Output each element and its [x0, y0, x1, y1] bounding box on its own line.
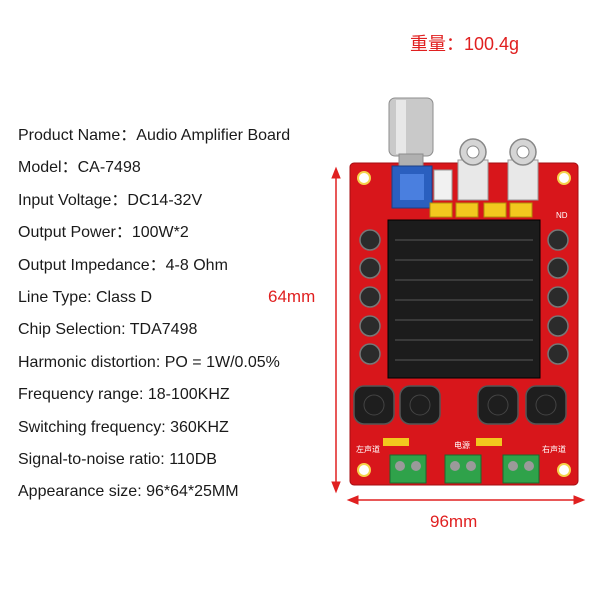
rca-jack-left [457, 138, 489, 201]
spec-value: DC14-32V [127, 191, 203, 209]
height-dimension-label: 64mm [268, 287, 316, 306]
spec-row-output-power: Output Power：100W*2 [18, 221, 290, 253]
signal-connector [433, 169, 453, 201]
spec-row-input-voltage: Input Voltage：DC14-32V [18, 189, 290, 221]
width-dimension-label: 96mm [430, 512, 478, 531]
spec-row-model: Model：CA-7498 [18, 156, 290, 188]
height-dimension-line [331, 166, 341, 494]
spec-label: Output Power： [18, 224, 132, 242]
spec-label: Product Name： [18, 127, 137, 144]
inductor-coil [363, 394, 557, 416]
width-dimension-line [346, 495, 586, 505]
power-label: 电源 [454, 440, 470, 450]
spec-row-switching-frequency: Switching frequency: 360KHZ [18, 416, 290, 448]
spec-list: Product Name：Audio Amplifier Board Model… [18, 124, 290, 513]
spec-label: Signal-to-noise ratio: [18, 450, 170, 468]
silkscreen-label [383, 438, 502, 446]
spec-label: Input Voltage： [18, 191, 128, 209]
spec-row-output-impedance: Output Impedance：4-8 Ohm [18, 254, 290, 286]
spec-value: Audio Amplifier Board [136, 127, 291, 144]
spec-label: Frequency range: [18, 386, 148, 404]
screw-terminal-right [502, 454, 540, 484]
potentiometer-face [400, 174, 424, 200]
spec-value: 18-100KHZ [147, 386, 230, 404]
spec-row-frequency-range: Frequency range: 18-100KHZ [18, 383, 290, 415]
left-channel-label: 左声道 [356, 444, 380, 454]
spec-value: TDA7498 [129, 321, 198, 339]
rca-jack-right [507, 138, 539, 201]
spec-row-line-type: Line Type: Class D [18, 286, 290, 318]
heatsink-fins [395, 239, 533, 361]
mounting-hole [357, 171, 571, 477]
spec-label: Harmonic distortion: [18, 353, 165, 371]
screw-terminal-left [389, 454, 427, 484]
spec-row-chip-selection: Chip Selection: TDA7498 [18, 318, 290, 350]
spec-label: Output Impedance： [18, 256, 166, 274]
screw-terminal-power [444, 454, 482, 484]
volume-knob [388, 97, 434, 169]
inductor [353, 385, 567, 425]
spec-label: Chip Selection: [18, 321, 130, 339]
spec-value: 4-8 Ohm [165, 256, 228, 274]
spec-value: 110DB [169, 450, 217, 468]
spec-value: CA-7498 [77, 159, 141, 177]
spec-row-product-name: Product Name：Audio Amplifier Board [18, 124, 290, 156]
spec-value: 100W*2 [131, 224, 189, 242]
spec-value: 360KHZ [170, 418, 229, 436]
spec-value: 96*64*25MM [146, 483, 239, 501]
spec-row-appearance-size: Appearance size: 96*64*25MM [18, 480, 290, 512]
spec-row-snr: Signal-to-noise ratio: 110DB [18, 448, 290, 480]
film-capacitor [429, 202, 533, 218]
spec-label: Appearance size: [18, 483, 147, 501]
spec-row-harmonic-distortion: Harmonic distortion: PO = 1W/0.05% [18, 351, 290, 383]
electrolytic-capacitor [359, 229, 569, 365]
board-marking: ND [556, 211, 568, 220]
spec-label: Switching frequency: [18, 418, 171, 436]
spec-label: Line Type: [18, 288, 96, 306]
spec-value: Class D [95, 288, 152, 306]
spec-value: PO = 1W/0.05% [164, 353, 280, 371]
spec-label: Model： [18, 159, 78, 177]
right-channel-label: 右声道 [542, 444, 566, 454]
weight-label: 重量：100.4g [410, 34, 520, 54]
